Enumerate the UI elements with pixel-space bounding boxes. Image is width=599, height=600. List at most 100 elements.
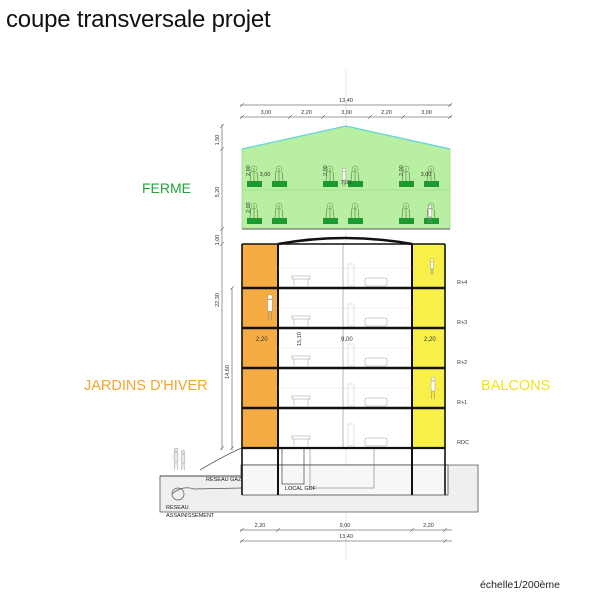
dimension-group <box>219 102 453 544</box>
sofa <box>364 277 388 287</box>
ferme-dim: 7,00 <box>341 180 352 186</box>
plant-foliage <box>275 165 283 173</box>
dim-top-segment: 3,00 <box>421 110 432 116</box>
planter-box <box>399 218 414 224</box>
person-body <box>267 299 273 312</box>
plant-foliage <box>351 165 359 173</box>
person-body <box>342 171 346 181</box>
ferme-vertical-dim: 2,00 <box>246 165 252 176</box>
furniture-group <box>291 263 388 447</box>
core-height-label: 15,10 <box>297 332 303 346</box>
table-legs <box>293 439 309 446</box>
dim-tick <box>409 527 415 533</box>
plant-stem <box>426 168 436 182</box>
plant-stem <box>401 205 411 219</box>
dim-left-label: 5,20 <box>215 187 221 198</box>
person-head <box>342 168 346 172</box>
jardin-width-label: 2,20 <box>256 337 268 343</box>
person-legs <box>428 216 432 224</box>
ferme-vertical-dim: 2,00 <box>399 165 405 176</box>
plant-foliage <box>402 165 410 173</box>
level-label-r2: R+2 <box>457 360 468 366</box>
dim-left-label: 22,30 <box>215 293 221 307</box>
core-width-label: 9,00 <box>341 337 353 343</box>
level-label-r4: R+4 <box>457 280 468 286</box>
plant-stem <box>249 168 259 182</box>
dim-tick <box>442 527 448 533</box>
person-body <box>180 453 185 464</box>
dim-left-label: 1,00 <box>215 235 221 246</box>
dim-tick <box>275 527 281 533</box>
planter-group <box>247 165 439 224</box>
table-legs <box>293 399 309 406</box>
jardins-volume <box>242 244 278 448</box>
sofa <box>364 397 388 407</box>
dim-tick <box>320 114 326 120</box>
plant-stem <box>249 205 259 219</box>
person-head <box>173 447 179 453</box>
basement-slab <box>241 464 449 496</box>
shelf <box>347 423 355 447</box>
core-building <box>277 243 413 449</box>
plant-stem <box>325 168 335 182</box>
sofa <box>364 357 388 367</box>
plant-foliage <box>402 202 410 210</box>
person-legs <box>430 268 434 275</box>
ferme-vertical-dim: 2,00 <box>246 202 252 213</box>
planter-box <box>323 218 338 224</box>
shelf <box>347 303 355 327</box>
level-label-rdc: RDC <box>457 440 469 446</box>
person-body <box>430 381 436 392</box>
level-label-r3: R+3 <box>457 320 468 326</box>
dim-tick <box>447 102 453 108</box>
planter-box <box>323 181 338 187</box>
dim-tick <box>239 102 245 108</box>
person-head <box>267 294 273 300</box>
plant-stem <box>274 168 284 182</box>
dim-tick <box>400 114 406 120</box>
table <box>291 435 311 440</box>
plant-stem <box>401 168 411 182</box>
dim-bottom-total: 13,40 <box>339 534 353 540</box>
balcon-width-label: 2,20 <box>424 337 436 343</box>
ferme-volume <box>241 125 451 230</box>
plant-stem <box>350 205 360 219</box>
person-body <box>173 452 179 463</box>
sofa <box>364 437 388 447</box>
zone-label-balcons: BALCONS <box>481 378 551 394</box>
dim-top-segment: 3,00 <box>341 110 352 116</box>
person-body <box>430 261 434 270</box>
dim-tick <box>219 241 225 247</box>
table-legs <box>293 279 309 286</box>
balcons-volume <box>412 244 445 448</box>
sewer-label-2: ASSAINISSEMENT <box>166 513 215 519</box>
zone-label-ferme: FERME <box>142 180 191 196</box>
dim-tick <box>219 226 225 232</box>
dim-tick <box>442 538 448 544</box>
dim-tick <box>239 527 245 533</box>
plant-foliage <box>326 165 334 173</box>
dim-left-label: 1,50 <box>215 135 221 146</box>
person-legs <box>268 311 272 321</box>
plant-foliage <box>326 202 334 210</box>
person-head <box>430 376 436 382</box>
planter-box <box>247 181 262 187</box>
dim-tick <box>219 123 225 129</box>
dim-tick <box>239 538 245 544</box>
person-head <box>428 205 432 209</box>
dim-top-total: 13,40 <box>339 98 353 104</box>
slab-group <box>242 267 445 410</box>
table <box>291 315 311 320</box>
person-body <box>428 208 432 218</box>
shelf <box>347 383 355 407</box>
scale-label: échelle1/200ème <box>480 579 560 591</box>
plant-foliage <box>275 202 283 210</box>
dim-tick <box>287 114 293 120</box>
person-head <box>180 450 185 455</box>
people-group <box>173 168 436 471</box>
table <box>291 395 311 400</box>
sofa <box>364 317 388 327</box>
dim-tick <box>219 146 225 152</box>
person-head <box>430 258 434 262</box>
